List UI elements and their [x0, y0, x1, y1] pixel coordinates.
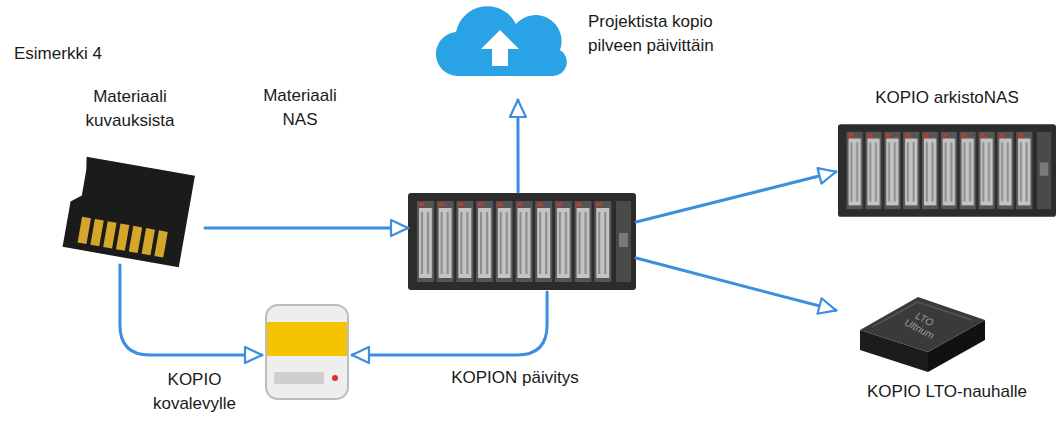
- diagram-title: Esimerkki 4: [14, 44, 102, 64]
- icon-node: [262, 302, 352, 402]
- icon-node: Projektista kopio pilveen päivittäin: [430, 8, 722, 100]
- edge-label: KOPIO kovalevylle: [132, 368, 257, 416]
- lto-tape-icon: [860, 297, 985, 372]
- archive-nas-icon: [838, 124, 1056, 217]
- node-caption: KOPIO LTO-nauhalle: [836, 380, 1058, 404]
- icon-node: KOPIO LTO-nauhalle: [836, 292, 1058, 414]
- nas-icon: [408, 193, 636, 290]
- hard-disk-icon: [266, 305, 348, 399]
- flow-arrow: [636, 172, 836, 222]
- cloud-icon: [436, 6, 567, 76]
- edge-label: Materiaali NAS: [248, 84, 352, 132]
- flow-arrow: [352, 292, 547, 355]
- node-caption: Projektista kopio pilveen päivittäin: [588, 10, 714, 58]
- memory-card-icon: [63, 155, 195, 267]
- flow-arrow: [205, 226, 408, 229]
- icon-node: Materiaali kuvauksista: [55, 85, 205, 265]
- flow-arrow: [516, 100, 519, 192]
- node-caption: Materiaali kuvauksista: [55, 85, 205, 133]
- node-caption: KOPIO arkistoNAS: [836, 86, 1058, 110]
- flow-arrow: [636, 258, 836, 310]
- icon-node: [408, 192, 636, 292]
- flow-arrow: [120, 265, 262, 355]
- edge-label: KOPION päivitys: [430, 366, 600, 390]
- icon-node: KOPIO arkistoNAS: [836, 86, 1058, 220]
